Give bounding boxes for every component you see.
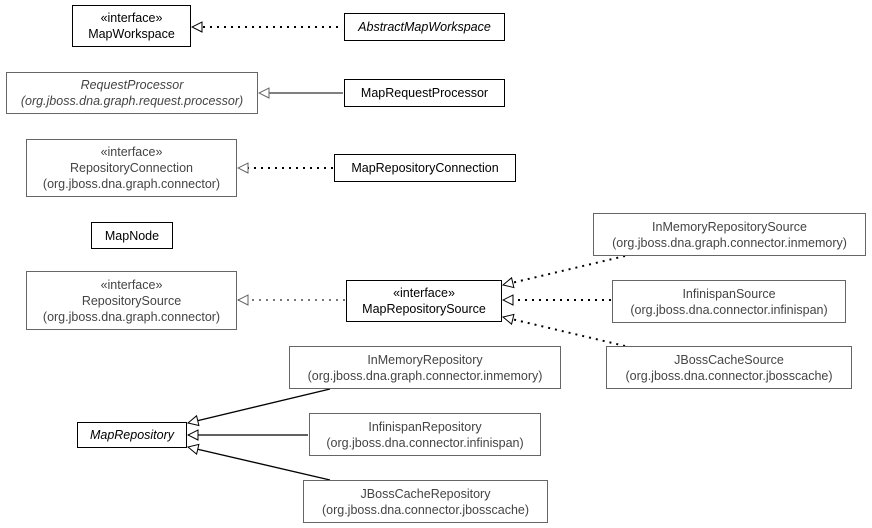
edge-inmemoryrepository-to-maprepository <box>188 388 331 423</box>
node-name: RequestProcessor <box>80 78 184 92</box>
node-package: (org.jboss.dna.graph.connector) <box>42 177 221 191</box>
node-stereotype: «interface» <box>100 11 163 25</box>
node-name: MapWorkspace <box>88 27 175 41</box>
node-jbosscache-repository[interactable]: JBossCacheRepository (org.jboss.dna.conn… <box>303 480 548 523</box>
node-request-processor[interactable]: RequestProcessor (org.jboss.dna.graph.re… <box>6 72 258 114</box>
node-inmemory-repository[interactable]: InMemoryRepository (org.jboss.dna.graph.… <box>289 346 561 389</box>
node-map-workspace[interactable]: «interface» MapWorkspace <box>72 5 191 47</box>
node-name: InfinispanSource <box>682 286 776 301</box>
node-name: MapRepositorySource <box>362 302 486 316</box>
node-name: MapRequestProcessor <box>360 86 489 100</box>
node-inmemory-repository-source[interactable]: InMemoryRepositorySource (org.jboss.dna.… <box>593 213 866 256</box>
node-abstract-map-workspace[interactable]: AbstractMapWorkspace <box>344 13 505 41</box>
node-package: (org.jboss.dna.connector.infinispan) <box>630 302 828 317</box>
node-stereotype: «interface» <box>393 286 455 300</box>
node-name: AbstractMapWorkspace <box>358 20 491 34</box>
node-package: (org.jboss.dna.graph.connector) <box>42 309 221 324</box>
node-name: InMemoryRepositorySource <box>652 219 807 234</box>
node-repository-source[interactable]: «interface» RepositorySource (org.jboss.… <box>26 271 237 330</box>
node-map-request-processor[interactable]: MapRequestProcessor <box>344 79 505 107</box>
node-name: InfinispanRepository <box>368 419 482 434</box>
node-package: (org.jboss.dna.graph.request.processor) <box>20 94 244 108</box>
node-infinispan-source[interactable]: InfinispanSource (org.jboss.dna.connecto… <box>612 280 846 323</box>
edge-jbosscachesource-to-maprepositorysource <box>503 317 626 347</box>
node-name: InMemoryRepository <box>367 352 483 367</box>
node-jbosscache-source[interactable]: JBossCacheSource (org.jboss.dna.connecto… <box>606 346 852 389</box>
node-name: MapRepository <box>89 428 175 442</box>
node-name: MapNode <box>104 228 160 243</box>
node-stereotype: «interface» <box>100 145 163 159</box>
node-package: (org.jboss.dna.graph.connector.inmemory) <box>612 235 847 250</box>
node-map-repository-connection[interactable]: MapRepositoryConnection <box>334 154 516 182</box>
node-name: MapRepositoryConnection <box>351 161 499 175</box>
node-package: (org.jboss.dna.connector.jbosscache) <box>625 368 833 383</box>
node-repository-connection[interactable]: «interface» RepositoryConnection (org.jb… <box>26 139 237 197</box>
node-name: RepositorySource <box>81 293 182 308</box>
node-package: (org.jboss.dna.connector.infinispan) <box>326 435 524 450</box>
edge-inmemoryrepositorysource-to-maprepositorysource <box>503 255 626 285</box>
edge-jbosscacherepository-to-maprepository <box>188 447 331 481</box>
node-name: JBossCacheSource <box>674 352 784 367</box>
node-name: RepositoryConnection <box>70 161 193 175</box>
node-map-repository[interactable]: MapRepository <box>77 422 187 448</box>
node-stereotype: «interface» <box>100 277 163 292</box>
node-map-repository-source[interactable]: «interface» MapRepositorySource <box>346 280 502 322</box>
node-map-node[interactable]: MapNode <box>91 222 173 249</box>
node-package: (org.jboss.dna.graph.connector.inmemory) <box>307 368 543 383</box>
node-name: JBossCacheRepository <box>360 486 491 501</box>
node-package: (org.jboss.dna.connector.jbosscache) <box>321 502 530 517</box>
node-infinispan-repository[interactable]: InfinispanRepository (org.jboss.dna.conn… <box>309 413 541 456</box>
